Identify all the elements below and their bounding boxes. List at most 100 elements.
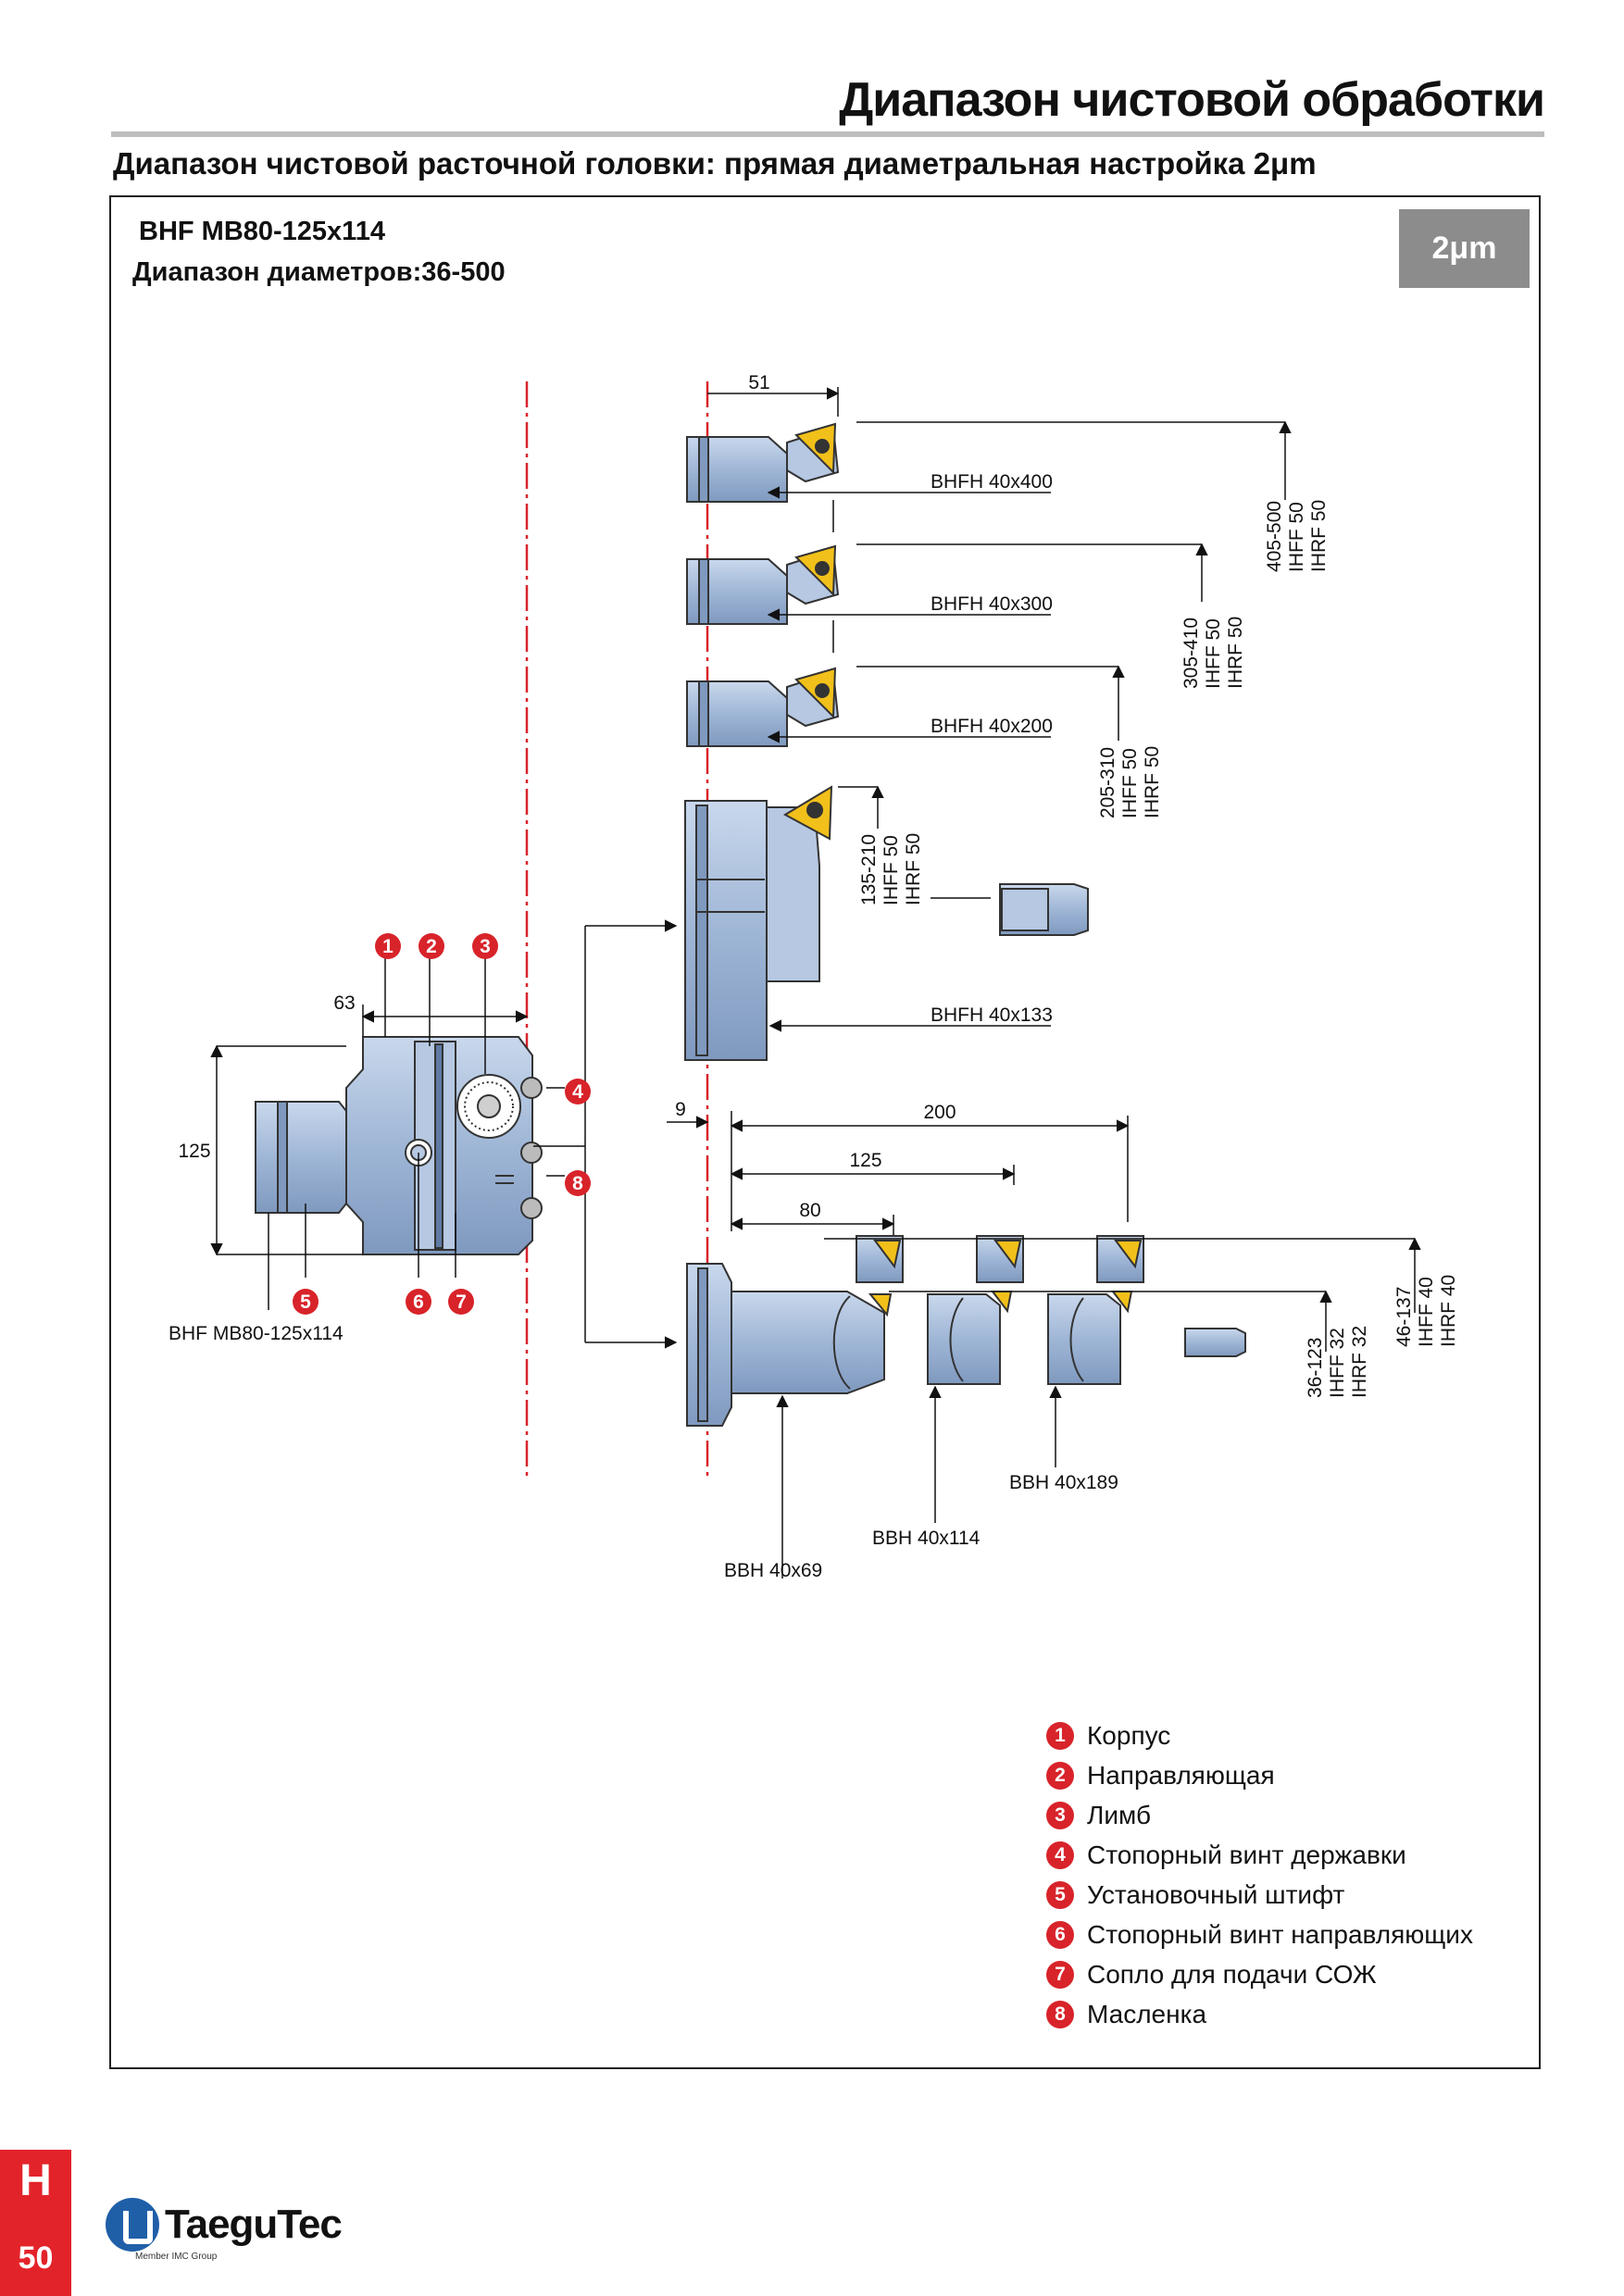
holder-bhfh400 (686, 422, 840, 503)
svg-text:2: 2 (426, 936, 437, 957)
legend-item: 4 Стопорный винт державки (1046, 1835, 1473, 1875)
brand-subtitle: Member IMC Group (135, 2252, 218, 2262)
legend-item: 2 Направляющая (1046, 1755, 1473, 1795)
boring-head (255, 1036, 543, 1255)
svg-text:7: 7 (456, 1292, 467, 1313)
label-bhfh200: BHFH 40x200 (931, 716, 1053, 737)
range-135: 135-210 IHFF 50 IHRF 50 (858, 833, 924, 905)
legend-label: Направляющая (1087, 1760, 1275, 1790)
legend-number-badge: 2 (1046, 1761, 1074, 1790)
legend-number-badge: 6 (1046, 1920, 1074, 1949)
holder-bbh189 (1047, 1291, 1246, 1385)
svg-text:3: 3 (480, 936, 491, 957)
range-46: 46-137 IHFF 40 IHRF 40 (1393, 1275, 1459, 1347)
svg-text:135-210: 135-210 (858, 834, 880, 905)
svg-text:IHRF 40: IHRF 40 (1438, 1275, 1459, 1347)
holder-leaders (707, 387, 1292, 1032)
dim-200: 200 (923, 1102, 956, 1123)
section-title: Диапазон чистовой расточной головки: пря… (113, 146, 1317, 181)
title-rule (111, 131, 1544, 137)
dim-125-vertical: 125 (178, 1141, 210, 1162)
legend-label: Стопорный винт державки (1087, 1840, 1406, 1869)
label-bbh69: BBH 40x69 (724, 1560, 822, 1581)
svg-text:5: 5 (300, 1292, 311, 1313)
holder-bbh114 (927, 1291, 1013, 1385)
svg-text:IHRF 50: IHRF 50 (1308, 500, 1330, 572)
legend-label: Стопорный винт направляющих (1087, 1919, 1473, 1949)
dim-63: 63 (333, 992, 355, 1014)
svg-text:IHRF 50: IHRF 50 (1142, 746, 1163, 818)
section-letter: H (19, 2156, 52, 2205)
bbh-dimensions (667, 1111, 1421, 1578)
svg-text:IHFF 50: IHFF 50 (881, 835, 902, 905)
legend-number-badge: 5 (1046, 1880, 1074, 1909)
head-dimensions (210, 919, 678, 1349)
label-bbh189: BBH 40x189 (1009, 1472, 1118, 1493)
range-405: 405-500 IHFF 50 IHRF 50 (1264, 500, 1330, 572)
callout-1: 1 (375, 933, 401, 959)
model-name: BHF MB80-125x114 (139, 217, 385, 246)
holder-bhfh133 (684, 785, 1089, 1061)
legend-number-badge: 8 (1046, 2000, 1074, 2028)
svg-text:405-500: 405-500 (1264, 501, 1285, 572)
insert-cartridges (856, 1235, 1144, 1283)
svg-text:8: 8 (572, 1173, 583, 1194)
svg-text:IHRF 50: IHRF 50 (1225, 617, 1246, 689)
callout-5: 5 (293, 1289, 319, 1315)
legend-label: Лимб (1087, 1800, 1151, 1829)
range-305: 305-410 IHFF 50 IHRF 50 (1181, 617, 1246, 689)
svg-text:IHFF 32: IHFF 32 (1327, 1328, 1348, 1398)
dim-80: 80 (799, 1200, 820, 1221)
svg-text:1: 1 (382, 936, 394, 957)
legend-label: Корпус (1087, 1720, 1171, 1750)
label-bhfh133: BHFH 40x133 (931, 1004, 1053, 1026)
legend-item: 5 Установочный штифт (1046, 1875, 1473, 1915)
range-36: 36-123 IHFF 32 IHRF 32 (1305, 1326, 1370, 1398)
label-bbh114: BBH 40x114 (872, 1528, 981, 1549)
label-head: BHF MB80-125x114 (169, 1323, 344, 1344)
dim-125: 125 (849, 1150, 881, 1171)
legend-item: 7 Сопло для подачи СОЖ (1046, 1954, 1473, 1994)
diagram-frame (109, 195, 1541, 2069)
holder-bhfh200 (686, 667, 840, 747)
page-number: 50 (18, 2240, 54, 2276)
range-205: 205-310 IHFF 50 IHRF 50 (1097, 746, 1163, 818)
svg-text:IHRF 50: IHRF 50 (903, 833, 924, 905)
svg-text:46-137: 46-137 (1393, 1287, 1415, 1347)
svg-text:36-123: 36-123 (1305, 1338, 1326, 1398)
callout-4: 4 (565, 1079, 591, 1104)
label-bhfh300: BHFH 40x300 (931, 593, 1053, 615)
svg-text:305-410: 305-410 (1181, 618, 1202, 689)
legend-label: Сопло для подачи СОЖ (1087, 1959, 1377, 1989)
svg-text:6: 6 (413, 1292, 424, 1313)
precision-badge: 2μm (1399, 209, 1530, 288)
svg-text:IHFF 50: IHFF 50 (1203, 618, 1224, 689)
legend-item: 3 Лимб (1046, 1795, 1473, 1835)
svg-text:205-310: 205-310 (1097, 747, 1118, 818)
svg-text:IHFF 40: IHFF 40 (1416, 1277, 1437, 1347)
holder-bhfh300 (686, 544, 840, 625)
brand-name: TaeguTec (165, 2202, 343, 2247)
dim-9: 9 (675, 1099, 686, 1120)
legend-number-badge: 7 (1046, 1960, 1074, 1989)
legend-number-badge: 4 (1046, 1841, 1074, 1869)
svg-text:IHFF 50: IHFF 50 (1286, 502, 1307, 572)
legend-label: Масленка (1087, 1999, 1207, 2028)
diameter-range: Диапазон диаметров:36-500 (132, 257, 506, 287)
callout-7: 7 (448, 1289, 474, 1315)
callout-3: 3 (472, 933, 498, 959)
page-title: Диапазон чистовой обработки (839, 73, 1545, 127)
taegutec-logo-icon (106, 2198, 159, 2252)
callout-6: 6 (406, 1289, 431, 1315)
holder-bbh69 (686, 1263, 893, 1427)
svg-text:4: 4 (572, 1081, 583, 1103)
section-tab: H 50 (0, 2150, 71, 2296)
legend-label: Установочный штифт (1087, 1879, 1345, 1909)
legend-item: 8 Масленка (1046, 1994, 1473, 2034)
svg-text:IHFF 50: IHFF 50 (1119, 748, 1141, 818)
label-bhfh400: BHFH 40x400 (931, 471, 1053, 493)
legend-number-badge: 3 (1046, 1801, 1074, 1829)
